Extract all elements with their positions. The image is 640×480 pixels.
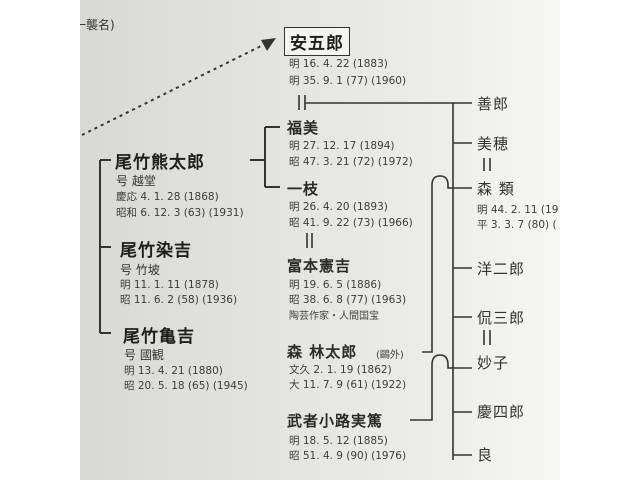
miho-marriage-line (483, 158, 491, 171)
kazue-marriage-line (306, 233, 313, 248)
kamekichi-name: 尾竹亀吉 (123, 327, 195, 347)
somekichi-death: 昭 11. 6. 2 (58) (1936) (120, 294, 238, 306)
mori-rui-birth: 明 44. 2. 11 (19 (477, 204, 559, 216)
mori-birth: 文久 2. 1. 19 (1862) (289, 364, 392, 376)
fukumi-birth: 明 27. 12. 17 (1894) (289, 140, 395, 152)
fukumi-death: 昭 47. 3. 21 (72) (1972) (289, 156, 413, 168)
tomimoto-birth: 明 19. 6. 5 (1886) (289, 279, 382, 291)
yasugoro-marriage-line (298, 95, 453, 110)
mori-note: (鷗外) (376, 350, 404, 361)
somekichi-name: 尾竹染吉 (120, 241, 192, 261)
kazue-birth: 明 26. 4. 20 (1893) (289, 201, 388, 213)
child-taeko: 妙子 (477, 354, 510, 372)
child-mori-rui: 森 類 (477, 180, 515, 198)
tomimoto-note: 陶芸作家・人間国宝 (289, 311, 379, 322)
child-kosaburo: 侃三郎 (477, 309, 526, 327)
mori-death: 大 11. 7. 9 (61) (1922) (289, 379, 407, 391)
family-tree-lines (81, 38, 491, 460)
child-zenro: 善郎 (477, 95, 510, 113)
siblings-bracket (99, 159, 111, 334)
mushanokoji-name: 武者小路実篤 (287, 412, 384, 430)
dotted-arrow-line (81, 43, 266, 136)
yasugoro-children-line (452, 102, 472, 460)
child-keishiro: 慶四郎 (477, 403, 526, 421)
somekichi-birth: 明 11. 1. 11 (1878) (120, 279, 219, 291)
kamekichi-birth: 明 13. 4. 21 (1880) (124, 365, 223, 377)
tomimoto-death: 昭 38. 6. 8 (77) (1963) (289, 294, 407, 306)
yasugoro-birth: 明 16. 4. 22 (1883) (289, 58, 388, 70)
kumataro-name: 尾竹熊太郎 (115, 153, 205, 173)
fukumi-name: 福美 (287, 119, 320, 137)
kumataro-birth: 慶応 4. 1. 28 (1868) (116, 191, 219, 203)
kumataro-to-daughters-line (250, 126, 280, 188)
kamekichi-go: 号 國観 (124, 348, 164, 362)
arrow-head-icon (261, 38, 276, 51)
tomimoto-name: 富本憲吉 (287, 257, 352, 275)
header-fragment: 一襲名) (80, 18, 115, 32)
kosaburo-marriage-line (483, 330, 491, 345)
mushanokoji-birth: 明 18. 5. 12 (1885) (289, 435, 388, 447)
kazue-name: 一枝 (287, 180, 320, 198)
child-miho: 美穂 (477, 135, 510, 153)
kazue-death: 昭 41. 9. 22 (73) (1966) (289, 217, 413, 229)
kumataro-go: 号 越堂 (116, 174, 156, 188)
kamekichi-death: 昭 20. 5. 18 (65) (1945) (124, 380, 248, 392)
child-ryo: 良 (477, 446, 494, 464)
mushanokoji-to-taeko-line (410, 354, 472, 421)
yasugoro-name: 安五郎 (284, 27, 350, 56)
mushanokoji-death: 昭 51. 4. 9 (90) (1976) (289, 450, 407, 462)
kumataro-death: 昭和 6. 12. 3 (63) (1931) (116, 207, 244, 219)
yasugoro-death: 明 35. 9. 1 (77) (1960) (289, 75, 407, 87)
mori-to-rui-line (422, 175, 472, 353)
mori-rui-death: 平 3. 3. 7 (80) ( (477, 219, 557, 231)
mori-name: 森 林太郎 (287, 343, 358, 361)
genealogy-chart: 一襲名) 安五郎 明 16. 4. 22 (1883) 明 35. 9. 1 (… (80, 0, 560, 480)
child-yojiro: 洋二郎 (477, 260, 526, 278)
somekichi-go: 号 竹坡 (120, 263, 160, 277)
